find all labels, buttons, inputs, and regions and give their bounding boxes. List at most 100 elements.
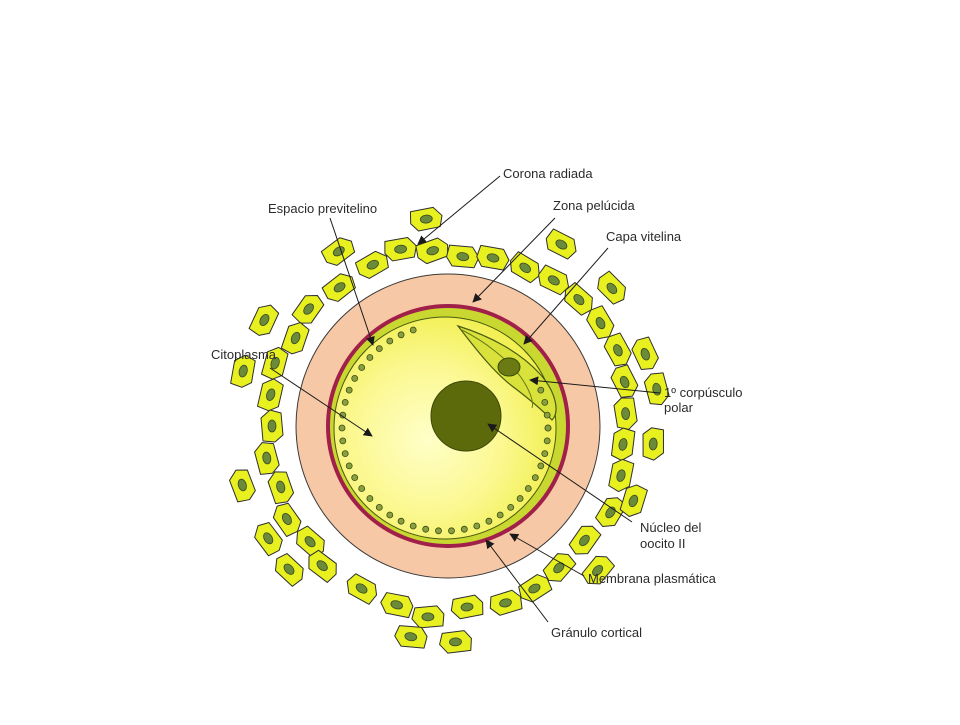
polar-body-nucleus [497, 357, 521, 377]
corona-cell-nucleus [547, 275, 560, 286]
corona-cell [595, 497, 628, 528]
corona-cell [354, 250, 389, 279]
corona-cell [542, 553, 577, 582]
corona-cell-nucleus [555, 239, 568, 250]
corona-cell-nucleus [621, 407, 631, 420]
corona-cell-nucleus [270, 356, 280, 370]
cortical-granule [386, 337, 394, 345]
corona-cell [267, 471, 295, 505]
cortical-granule [543, 411, 551, 419]
label-previtelline-space: Espacio previtelino [268, 201, 377, 216]
cortical-granule [341, 450, 349, 458]
cortical-granule [541, 450, 549, 458]
corona-cell-nucleus [605, 506, 616, 519]
corona-cell [581, 555, 615, 585]
corona-cell-nucleus [499, 598, 512, 608]
corona-cell-nucleus [355, 583, 368, 594]
corona-cell-nucleus [281, 513, 292, 525]
label-nucleus-1: Núcleo del [640, 520, 702, 535]
corona-cell-nucleus [528, 583, 541, 594]
arrow-corona-radiata [417, 175, 501, 245]
corona-cell-nucleus [276, 480, 286, 494]
cortical-granule [473, 522, 481, 530]
corona-cell [280, 322, 310, 355]
corona-cell [489, 589, 523, 616]
corona-cell [603, 332, 632, 367]
corona-cell [613, 397, 638, 430]
label-zona-pellucida: Zona pelúcida [553, 198, 635, 213]
corona-cell [254, 522, 283, 557]
corona-cell-nucleus [449, 637, 462, 647]
arrow-previtelline-space [329, 217, 375, 346]
arrow-cytoplasm [269, 367, 373, 437]
corona-cell-nucleus [262, 451, 272, 465]
leader-arrows [269, 175, 661, 623]
corona-cell [415, 237, 449, 265]
cortical-granule [496, 511, 504, 519]
label-vitelline-layer: Capa vitelina [606, 229, 682, 244]
corona-cell-nucleus [426, 246, 439, 256]
corona-cell [248, 304, 280, 336]
cortical-granule [397, 517, 405, 525]
cortical-granule [409, 522, 417, 530]
corona-cell [597, 270, 626, 305]
corona-cell [586, 305, 615, 340]
cortical-granule [485, 517, 493, 525]
cortical-granule [460, 525, 468, 533]
corona-cell-nucleus [628, 494, 639, 508]
arrow-polar-body [529, 376, 661, 394]
corona-cell [411, 605, 445, 629]
cortical-granule [397, 331, 405, 339]
corona-cell [320, 237, 356, 266]
cortical-granule [351, 374, 359, 382]
cortical-granule [345, 386, 353, 394]
arrow-plasma-membrane [509, 533, 585, 577]
corona-cell [439, 630, 472, 654]
corona-cell [346, 573, 378, 605]
corona-cell-nucleus [419, 214, 433, 224]
label-cortical-granule: Gránulo cortical [551, 625, 642, 640]
label-polar-body-1: 1º corpúsculo [664, 385, 742, 400]
corona-cell-nucleus [595, 317, 606, 330]
corona-cell [545, 228, 577, 260]
corona-cell [476, 244, 510, 271]
label-cytoplasm: Citoplasma [211, 347, 277, 362]
corona-cell [230, 354, 256, 388]
corona-cell-nucleus [618, 438, 628, 451]
corona-cell [272, 502, 302, 537]
corona-cell [257, 378, 284, 412]
corona-cell-nucleus [390, 600, 403, 610]
cortical-granule [448, 527, 455, 535]
corona-cell [260, 409, 284, 443]
cortical-granule [358, 364, 366, 371]
corona-cell [642, 427, 664, 461]
corona-cell [380, 592, 414, 619]
corona-cell-nucleus [303, 303, 314, 315]
corona-cell [631, 336, 659, 370]
label-polar-body-2: polar [664, 400, 694, 415]
corona-cell [409, 206, 443, 232]
corona-cell-nucleus [573, 294, 585, 306]
corona-cell-nucleus [486, 253, 500, 263]
cortical-granule [537, 462, 545, 470]
corona-cell [229, 469, 256, 503]
corona-cell [384, 237, 417, 262]
cortical-granule [537, 386, 545, 394]
cortical-granule [435, 527, 442, 535]
corona-cell-nucleus [238, 364, 248, 378]
cortical-granule [422, 525, 430, 533]
corona-cell [308, 549, 337, 583]
corona-cell [291, 294, 325, 324]
corona-cell-nucleus [460, 602, 474, 612]
cortical-granule [375, 345, 383, 353]
cortical-granule [386, 511, 394, 519]
arrow-zona-pellucida [472, 217, 556, 303]
corona-cell-nucleus [259, 314, 270, 326]
cortical-granule [543, 437, 551, 445]
label-nucleus-2: oocito II [640, 536, 686, 551]
corona-cell-nucleus [456, 252, 470, 262]
cortical-granule [345, 462, 353, 470]
corona-cell [608, 458, 635, 493]
cortical-granule [375, 503, 383, 511]
corona-cell-nucleus [263, 532, 274, 545]
